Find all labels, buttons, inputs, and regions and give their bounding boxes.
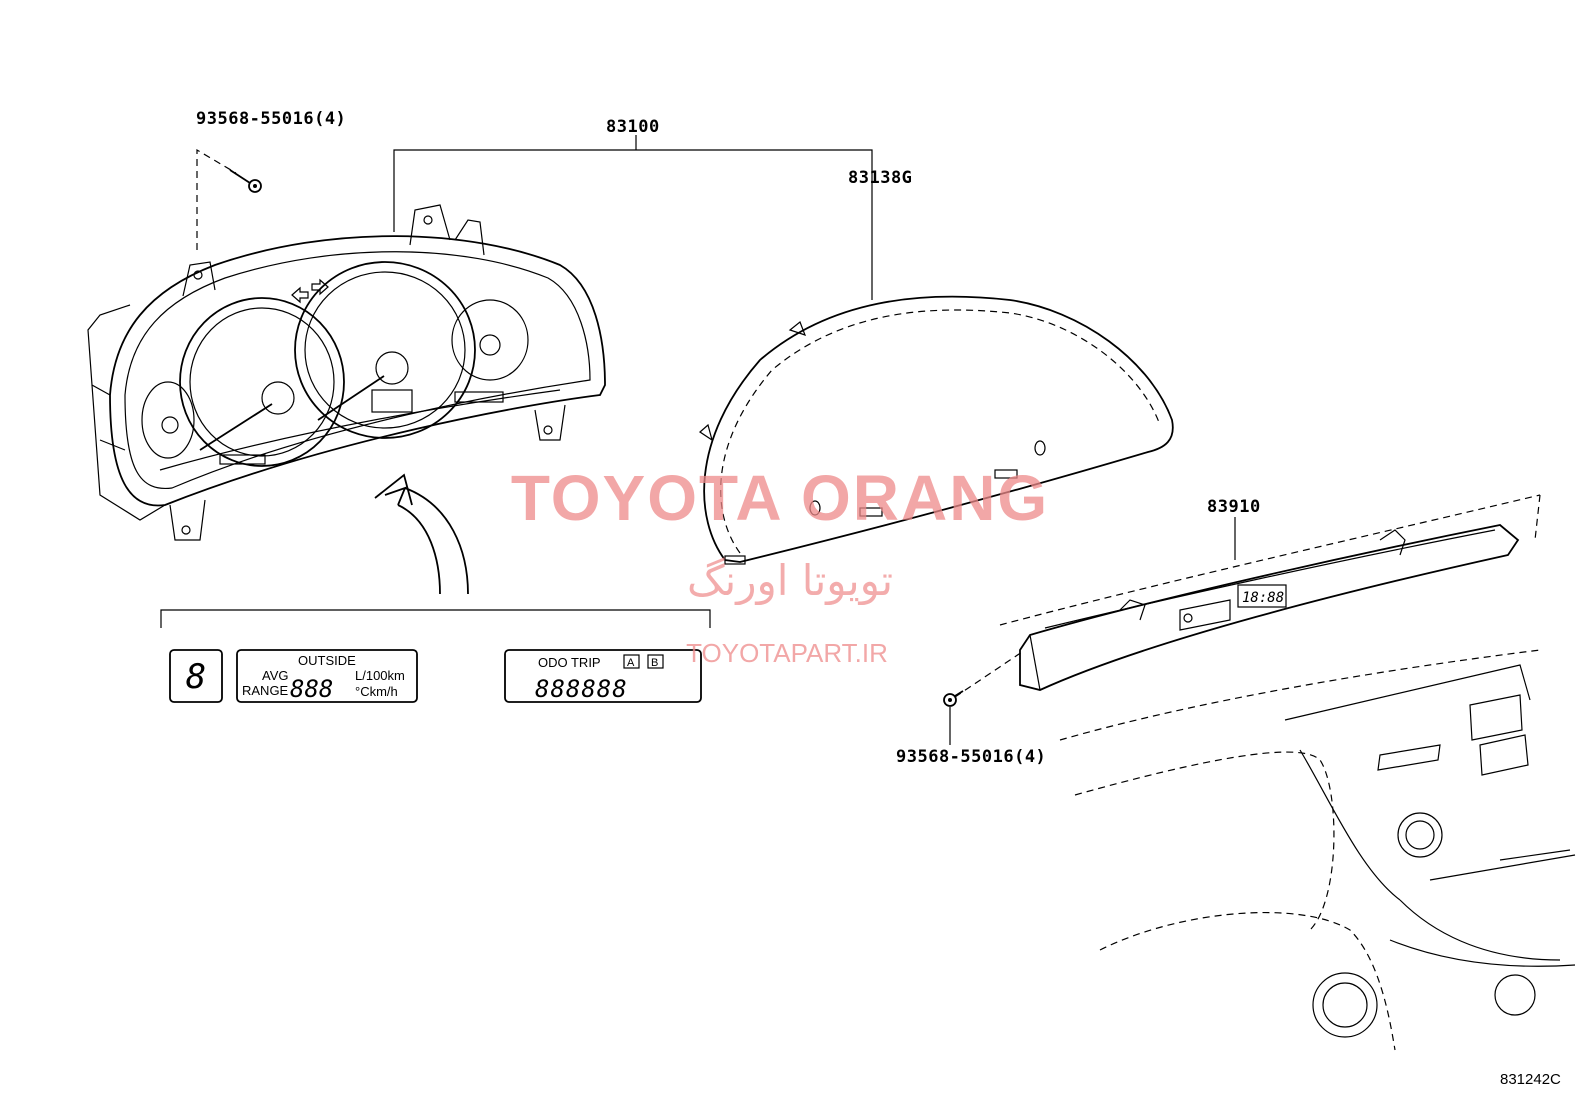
screw-icon [229, 169, 262, 193]
svg-text:18:88: 18:88 [1242, 590, 1284, 606]
label-clock-assy: 83910 [1207, 497, 1261, 517]
label-cluster-lens: 83138G [848, 168, 912, 188]
label-screw-top: 93568-55016(4) [196, 109, 346, 129]
watermark-brand-fa: تویوتا اورنگ [687, 556, 893, 605]
watermark-url: TOYOTAPART.IR [686, 638, 888, 668]
trip-b: B [651, 657, 658, 669]
screw-icon [943, 690, 964, 707]
odo-digits: 888888 [535, 675, 628, 703]
gear-digit: 8 [186, 657, 206, 697]
cluster-lens-drawing [699, 295, 1174, 565]
leader-lines [160, 135, 1236, 745]
avg-label: AVG [262, 668, 289, 683]
unit-temp: °Ckm/h [355, 684, 398, 699]
range-label: RANGE [242, 683, 289, 698]
diagram-code: 831242C [1500, 1071, 1561, 1088]
label-screw-bottom: 93568-55016(4) [896, 747, 1046, 767]
lcd-odo-panel: ODO TRIP A B 888888 [504, 649, 702, 703]
combination-meter-drawing [87, 204, 606, 541]
trip-a: A [627, 657, 635, 669]
outside-label: OUTSIDE [298, 653, 356, 668]
label-cluster-assy: 83100 [606, 117, 660, 137]
lcd-outside-panel: OUTSIDE AVG RANGE 888 L/100km °Ckm/h [236, 649, 418, 703]
clock-assy-drawing: 18:88 [1019, 524, 1520, 691]
odo-label: ODO TRIP [538, 655, 601, 670]
fuel-digits: 888 [290, 675, 333, 703]
lcd-gear-panel: 8 [169, 649, 223, 703]
dashboard-drawing [999, 494, 1576, 1051]
unit-fuel: L/100km [355, 668, 405, 683]
arrow-icon [374, 473, 469, 595]
watermark-brand: TOYOTA ORANG [511, 462, 1049, 534]
